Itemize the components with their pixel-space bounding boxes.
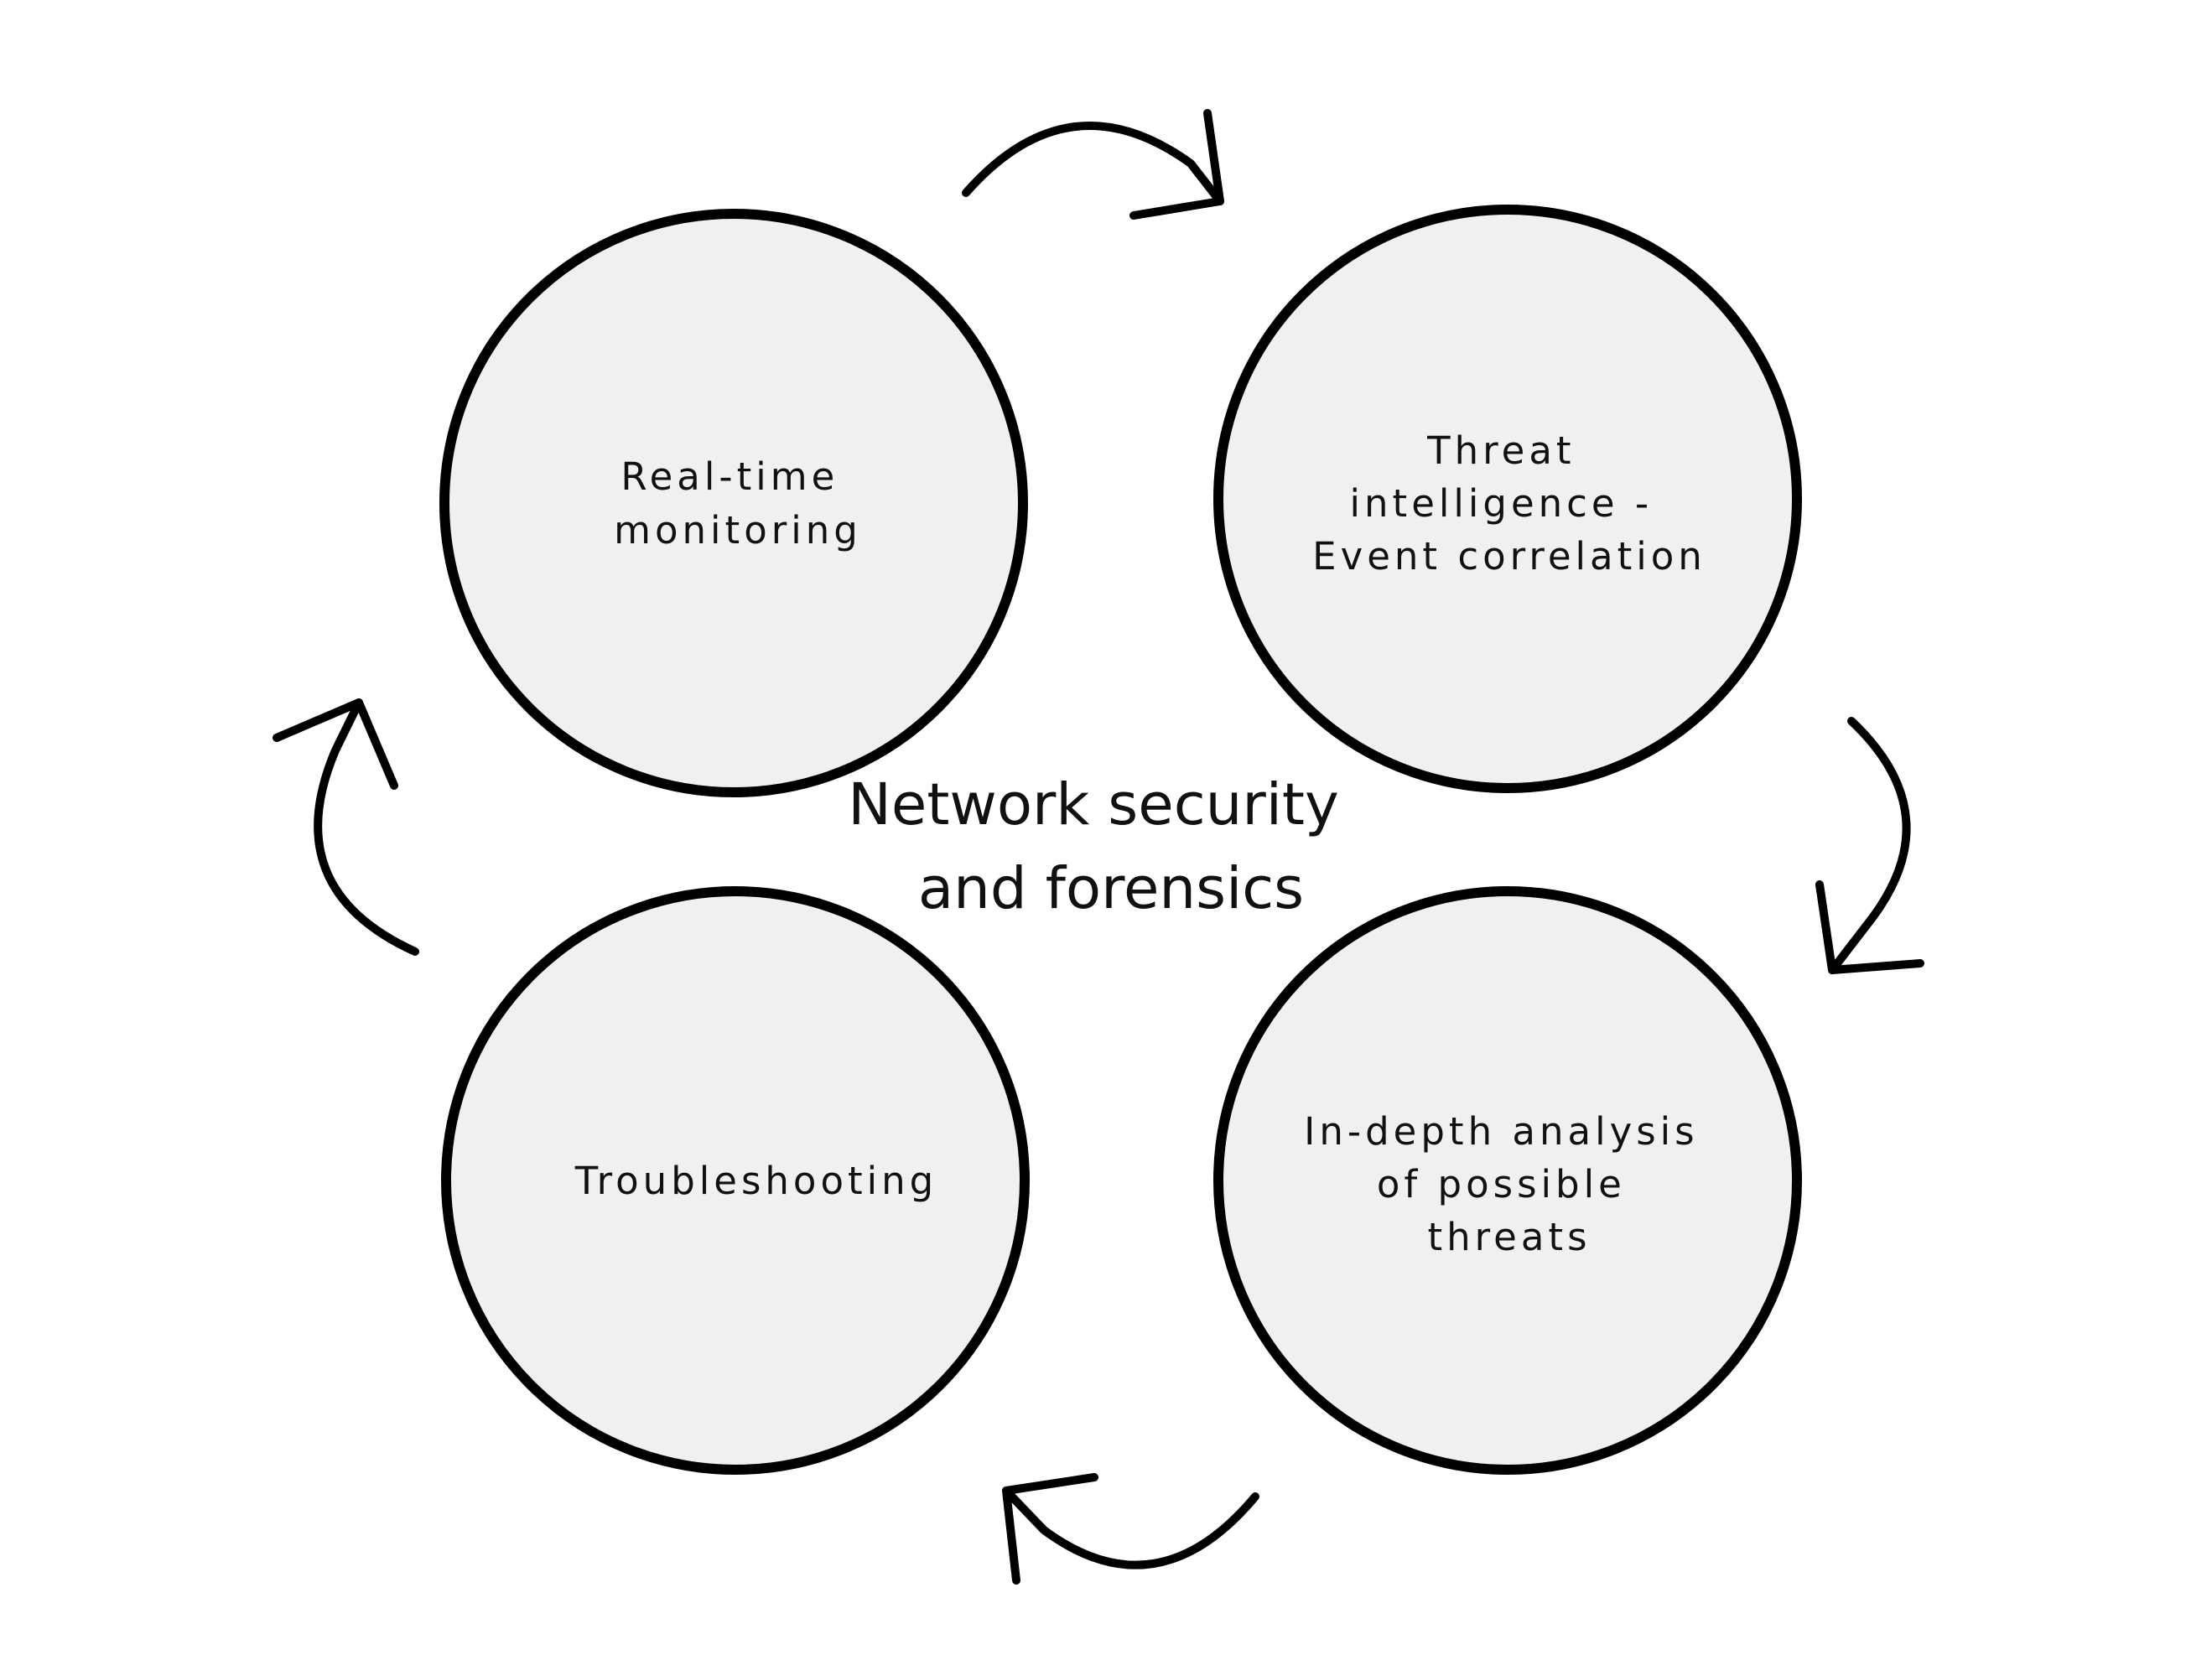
cycle-arrow-left	[273, 698, 419, 956]
node-label-threat-intelligence: Threat intelligence - Event correlation	[1312, 428, 1706, 578]
node-label-troubleshooting: Troubleshooting	[574, 1159, 937, 1203]
node-circle-threat-intelligence	[1213, 205, 1802, 793]
node-label-real-time-monitoring: Real-time monitoring	[614, 454, 862, 553]
node-label-in-depth-analysis: In-depth analysis of possible threats	[1304, 1109, 1715, 1259]
cycle-arrow-bottom	[1002, 1473, 1259, 1585]
node-circle-in-depth-analysis	[1213, 886, 1802, 1475]
cycle-arrow-top	[962, 109, 1224, 220]
node-circle-troubleshooting	[441, 886, 1030, 1475]
node-circle-real-time-monitoring	[439, 209, 1028, 797]
cycle-arrow-right	[1815, 717, 1924, 974]
diagram-title: Network security and forensics	[848, 771, 1357, 922]
